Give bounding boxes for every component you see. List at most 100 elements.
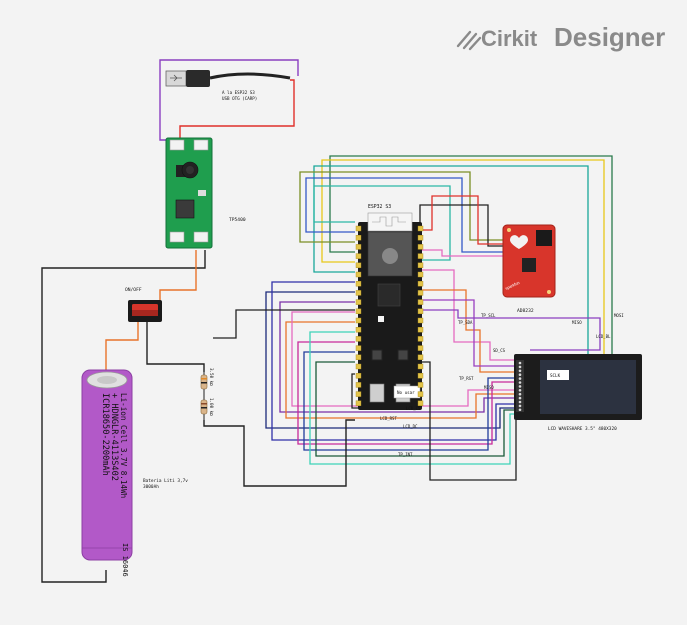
lcd-pin-11[interactable] [518, 404, 522, 408]
wire-pink-right[interactable] [420, 269, 515, 361]
wire-navy[interactable] [265, 291, 515, 429]
esp32-pin-right-15[interactable] [417, 363, 424, 370]
esp32-pin-left-16[interactable] [355, 373, 362, 379]
esp32-pin-left-14[interactable] [355, 354, 362, 360]
esp32-pin-left-8[interactable] [355, 299, 362, 305]
wire-switch-orange[interactable] [105, 322, 139, 372]
voltage-divider[interactable]: 3.50 kΩ 1.00 kΩ [200, 368, 214, 420]
lcd-pin-12[interactable] [518, 408, 522, 412]
esp32-pin-right-7[interactable] [417, 290, 424, 296]
esp32-usb-left[interactable] [369, 383, 385, 403]
esp32-pin-left-4[interactable] [355, 262, 362, 268]
wire-blue-top[interactable] [305, 177, 505, 253]
lcd-pin-2[interactable] [518, 369, 522, 373]
wire-black-top[interactable] [419, 204, 505, 247]
esp32-pin-left-12[interactable] [355, 336, 362, 342]
esp32-pin-right-9[interactable] [417, 308, 424, 314]
ad8232-heart-monitor[interactable]: sparkfun AD8232 [502, 224, 556, 314]
battery-body [81, 369, 133, 561]
esp32-reset-button[interactable] [397, 349, 409, 361]
wire-teal-mid[interactable] [313, 185, 451, 261]
esp32-pin-left-1[interactable] [355, 234, 362, 241]
wire-battery-black[interactable] [41, 250, 206, 583]
wire-orange-left[interactable] [285, 321, 515, 419]
wire-violet-right[interactable] [420, 299, 515, 367]
esp32-pin-right-0[interactable] [417, 225, 424, 232]
lcd-pin-0[interactable] [518, 361, 522, 365]
esp32-pin-left-6[interactable] [355, 281, 362, 287]
esp32-pin-right-2[interactable] [417, 244, 424, 250]
esp32-pin-right-4[interactable] [417, 262, 424, 268]
lcd-pin-7[interactable] [518, 389, 522, 392]
lcd-pin-4[interactable] [518, 377, 522, 380]
battery-18650[interactable]: ICR18650-2200mAh + HDNGLR-4113S402 Li-io… [81, 369, 188, 577]
esp32-pin-left-7[interactable] [355, 290, 362, 296]
lcd-pin-3[interactable] [518, 373, 522, 377]
lcd-pin-6[interactable] [518, 385, 522, 388]
wire-dark-green-bottom[interactable] [315, 361, 515, 457]
tp5400-charger-module[interactable]: TP5400 [165, 137, 246, 249]
esp32-pin-left-2[interactable] [355, 244, 362, 250]
usb-plug-body [186, 70, 210, 87]
lcd-pin-10[interactable] [518, 400, 522, 404]
esp32-pin-right-19[interactable] [417, 400, 424, 406]
wire-dark-blue[interactable] [303, 351, 515, 451]
lcd-pin-1[interactable] [518, 365, 522, 369]
ad8232-hole-2 [547, 290, 551, 294]
wire-black-bottom[interactable] [420, 361, 517, 481]
esp32-pin-right-17[interactable] [417, 382, 424, 388]
esp32-pin-left-13[interactable] [355, 345, 362, 351]
wire-switch-to-divider[interactable] [146, 322, 205, 372]
wire-teal-bottom[interactable] [309, 331, 515, 465]
on-off-switch[interactable]: ON/OFF [125, 287, 162, 322]
esp32-pin-left-17[interactable] [355, 382, 362, 388]
lcd-pin-5[interactable] [518, 381, 522, 384]
wire-purple-lcdbl[interactable] [420, 309, 601, 351]
esp32-pin-right-1[interactable] [417, 234, 424, 241]
esp32-pin-left-11[interactable] [355, 327, 362, 333]
esp32-pin-left-9[interactable] [355, 308, 362, 314]
wire-usb-purple[interactable] [159, 80, 180, 141]
lcd-pin-8[interactable] [518, 392, 522, 396]
esp32-pin-left-19[interactable] [355, 400, 362, 406]
esp32-pin-right-6[interactable] [417, 281, 424, 287]
wire-orange-right[interactable] [420, 289, 515, 373]
wire-purple-left[interactable] [279, 301, 515, 413]
esp32-pin-right-13[interactable] [417, 345, 424, 351]
esp32-pin-right-18[interactable] [417, 391, 424, 397]
esp32-pin-right-14[interactable] [417, 354, 424, 360]
esp32-boot-button[interactable] [371, 349, 383, 361]
charger-inductor [175, 199, 195, 219]
wire-charger-orange[interactable] [159, 250, 197, 302]
esp32-pin-right-5[interactable] [417, 271, 424, 278]
wire-adc-black[interactable] [213, 309, 355, 339]
esp32-pin-left-15[interactable] [355, 363, 362, 370]
usb-cable[interactable]: A la ESP32 S3 USB OTG (CARP) [165, 70, 291, 101]
wire-pink-ad[interactable] [420, 249, 505, 257]
esp32-pin-right-11[interactable] [417, 327, 424, 333]
esp32-pin-left-5[interactable] [355, 271, 362, 278]
label-lcd-dc: LCD_DC [403, 424, 418, 429]
lcd-waveshare-display[interactable]: SCLK LCD WAVESHARE 3.5" 480X320 [514, 354, 642, 432]
wire-indigo[interactable] [271, 281, 515, 441]
wire-usb-purple-top[interactable] [159, 59, 299, 80]
esp32-pin-left-3[interactable] [355, 253, 362, 259]
esp32-pin-right-16[interactable] [417, 373, 424, 379]
esp32-pin-right-8[interactable] [417, 299, 424, 305]
signal-wires [213, 155, 613, 481]
esp32-pin-left-10[interactable] [355, 317, 362, 324]
wire-divider-ground[interactable] [203, 419, 355, 487]
esp32-pin-right-12[interactable] [417, 336, 424, 342]
esp32-pin-left-0[interactable] [355, 225, 362, 232]
wire-olive[interactable] [299, 171, 505, 243]
usb-label-line2: USB OTG (CARP) [222, 96, 257, 101]
wire-magenta[interactable] [297, 341, 515, 445]
wire-usb-red[interactable] [179, 79, 295, 140]
esp32-pin-right-3[interactable] [417, 253, 424, 259]
wire-red-ad[interactable] [420, 195, 505, 245]
esp32-pin-left-18[interactable] [355, 391, 362, 397]
label-mosi: MOSI [614, 313, 624, 318]
esp32-s3-board[interactable]: ESP32 S3 No usar [355, 204, 424, 410]
lcd-pin-9[interactable] [518, 396, 522, 400]
esp32-pin-right-10[interactable] [417, 317, 424, 324]
